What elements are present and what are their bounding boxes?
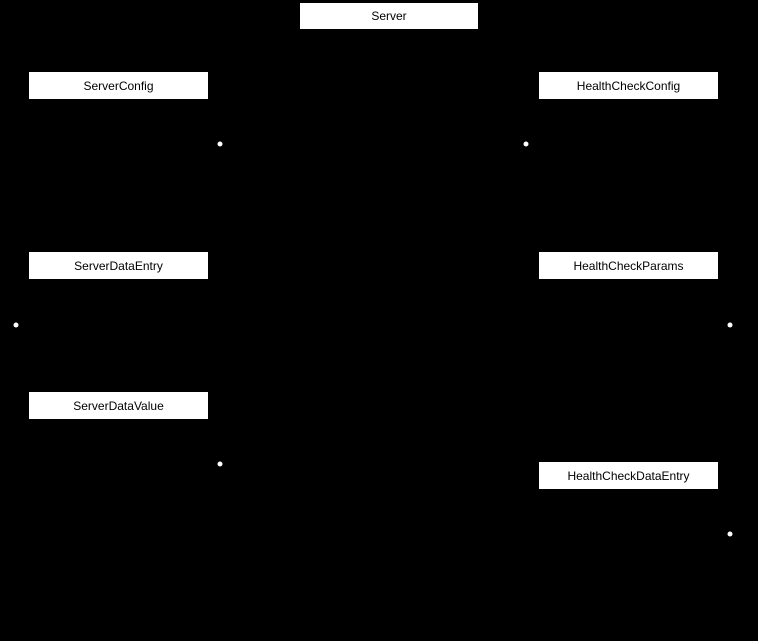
connector-dot-3: [13, 322, 19, 328]
connector-dot-6: [727, 531, 733, 537]
connector-dot-4: [727, 322, 733, 328]
connector-dot-5: [217, 461, 223, 467]
node-health-check-data-entry: HealthCheckDataEntry: [539, 462, 718, 489]
node-server-config: ServerConfig: [29, 72, 208, 99]
node-health-check-config: HealthCheckConfig: [539, 72, 718, 99]
node-server: Server: [300, 3, 478, 29]
node-server-data-value: ServerDataValue: [29, 392, 208, 419]
node-health-check-params: HealthCheckParams: [539, 252, 718, 279]
connector-dot-2: [523, 141, 529, 147]
node-server-data-entry: ServerDataEntry: [29, 252, 208, 279]
connector-dot-1: [217, 141, 223, 147]
